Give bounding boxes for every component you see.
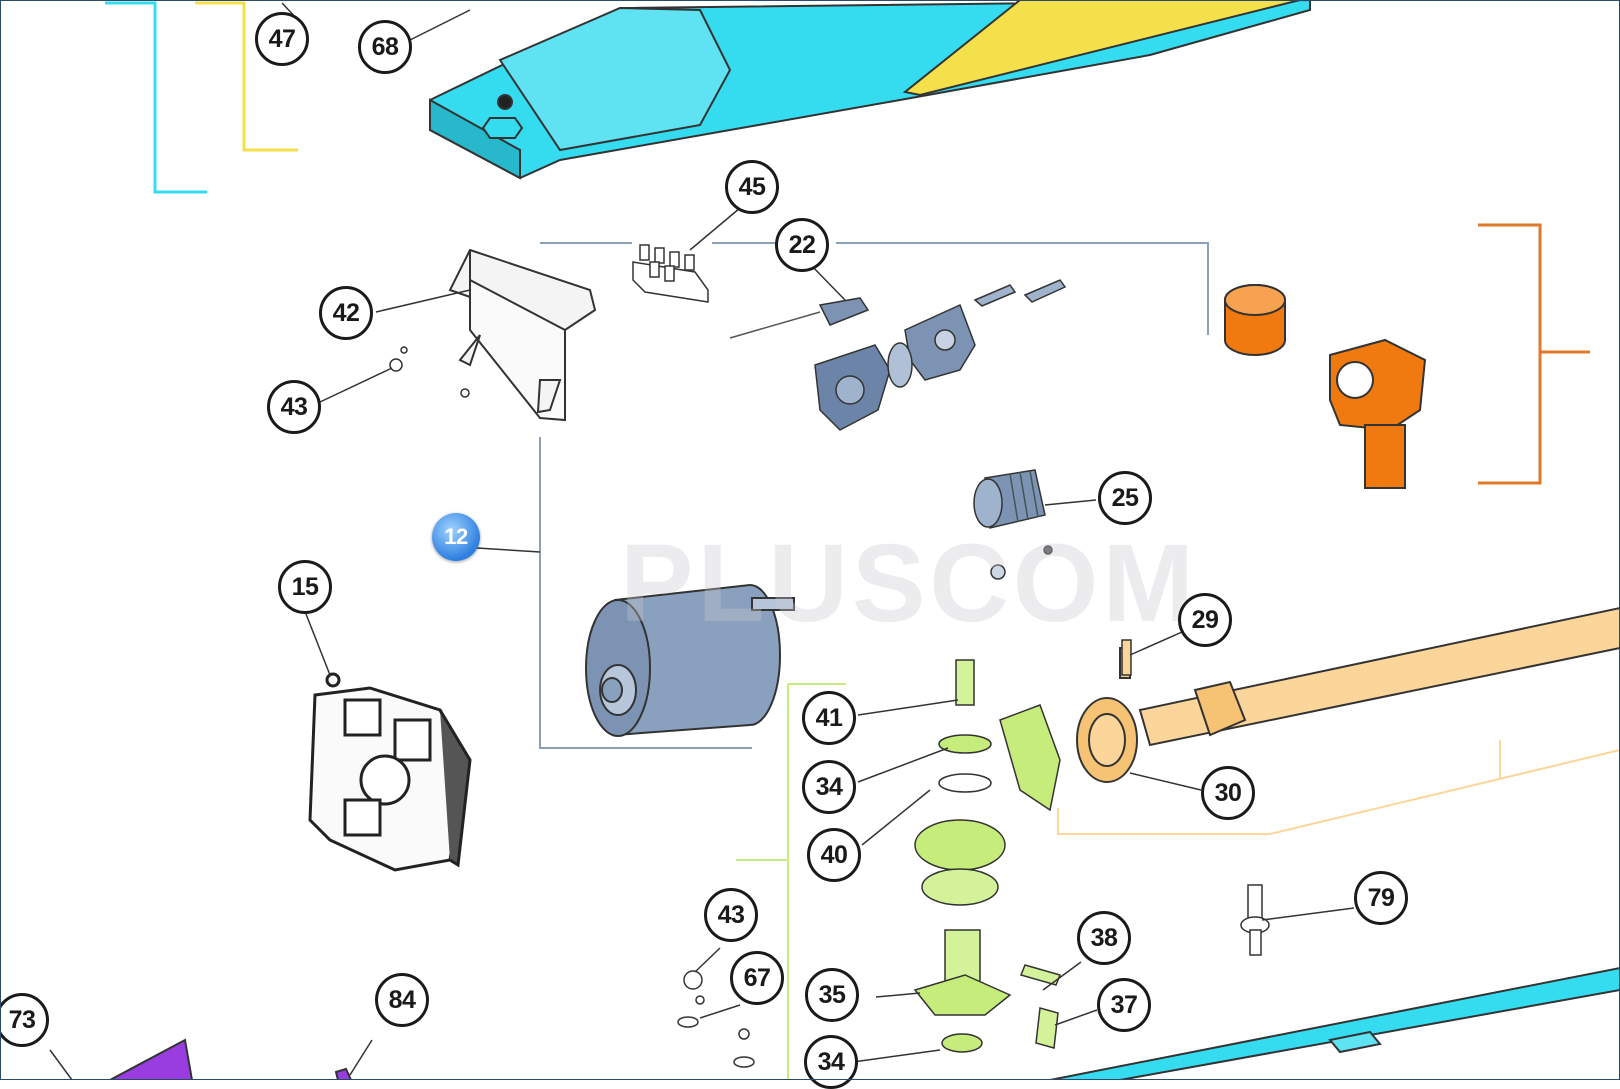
- part-callout-84[interactable]: 84: [375, 973, 429, 1027]
- part-callout-41[interactable]: 41: [802, 691, 856, 745]
- bevel-gear-assembly: [913, 659, 1062, 1053]
- part-callout-47[interactable]: 47: [255, 12, 309, 66]
- part-callout-42[interactable]: 42: [319, 286, 373, 340]
- part-callout-38[interactable]: 38: [1077, 911, 1131, 965]
- part-callout-35[interactable]: 35: [805, 968, 859, 1022]
- tan-group-bracket: [1057, 740, 1620, 835]
- part-callout-40[interactable]: 40: [807, 828, 861, 882]
- steel-group-bracket-left: [539, 437, 752, 749]
- terminal-block-42: [448, 248, 597, 422]
- part-callout-79[interactable]: 79: [1354, 871, 1408, 925]
- pin-79: [1240, 884, 1270, 956]
- part-callout-22[interactable]: 22: [775, 218, 829, 272]
- part-callout-68[interactable]: 68: [358, 20, 412, 74]
- worm-screw-25: [973, 469, 1053, 580]
- blue-group-bracket: [105, 1, 207, 194]
- leader-lines: [49, 2, 1355, 1081]
- output-shaft-30: [1076, 606, 1620, 783]
- yellow-group-bracket: [195, 1, 298, 152]
- part-callout-45[interactable]: 45: [725, 160, 779, 214]
- part-callout-73[interactable]: 73: [0, 993, 49, 1047]
- arm-housing: [429, 0, 1311, 180]
- part-callout-15[interactable]: 15: [278, 560, 332, 614]
- part-callout-43[interactable]: 43: [704, 888, 758, 942]
- part-callout-34[interactable]: 34: [802, 760, 856, 814]
- part-callout-29[interactable]: 29: [1178, 593, 1232, 647]
- sensor-assembly-22: [729, 279, 1067, 431]
- part-callout-25[interactable]: 25: [1098, 471, 1152, 525]
- part-callout-30[interactable]: 30: [1201, 766, 1255, 820]
- orange-bracket-parts: [1224, 284, 1427, 489]
- part-callout-67[interactable]: 67: [730, 951, 784, 1005]
- small-screws: [677, 970, 755, 1068]
- part-callout-37[interactable]: 37: [1097, 978, 1151, 1032]
- part-callout-12[interactable]: 12: [432, 513, 480, 561]
- gearbox-cover-15: [308, 672, 472, 872]
- green-group-bracket: [736, 683, 846, 1080]
- part-callout-43[interactable]: 43: [267, 380, 321, 434]
- orange-group-bracket: [1478, 223, 1590, 485]
- connector-45: [632, 244, 709, 303]
- steel-group-bracket-top: [540, 242, 1209, 335]
- motor-12: [585, 583, 795, 737]
- watermark: PLUSCOM: [620, 522, 1198, 645]
